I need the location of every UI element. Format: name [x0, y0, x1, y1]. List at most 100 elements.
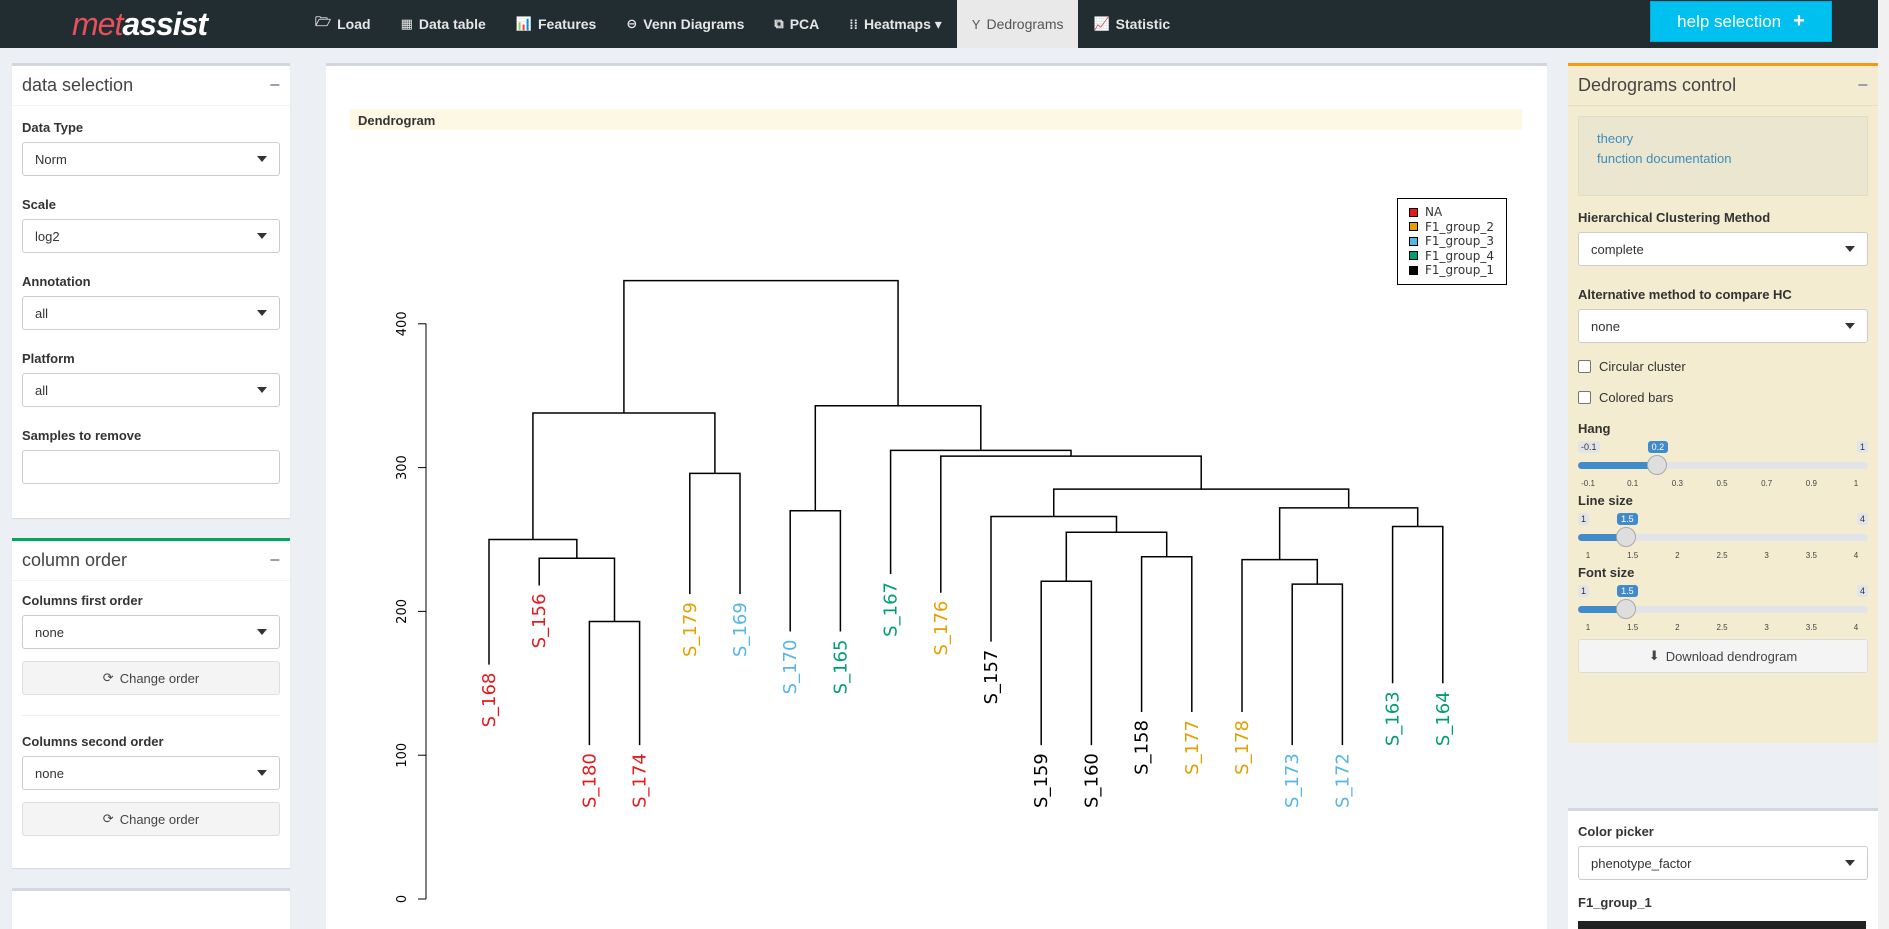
slider-max: 4: [1856, 513, 1868, 525]
columns-first-order-label: Columns first order: [22, 593, 143, 608]
leaf-label: S_170: [780, 640, 801, 695]
columns-second-order-select[interactable]: none: [22, 756, 280, 790]
hang-label: Hang: [1578, 421, 1611, 436]
slider-tick: 0.3: [1671, 479, 1683, 488]
nav-statistic[interactable]: 📈Statistic: [1078, 0, 1185, 48]
slider-min: -0.1: [1578, 441, 1600, 453]
nav-heatmaps[interactable]: ⁞⁞Heatmaps ▾: [834, 0, 957, 48]
platform-select[interactable]: all: [22, 373, 280, 407]
function-documentation-link[interactable]: function documentation: [1597, 151, 1732, 166]
dendrogram-branch: [940, 455, 1202, 593]
checkbox-box[interactable]: [1578, 360, 1591, 373]
slider-track[interactable]: [1578, 462, 1868, 469]
columns-first-order-select[interactable]: none: [22, 615, 280, 649]
slider-tick: 3: [1764, 623, 1769, 632]
nav-icon: ▦: [400, 16, 413, 31]
collapse-icon[interactable]: −: [1857, 75, 1868, 95]
slider-tick: 2: [1675, 551, 1680, 560]
nav-icon: 📈: [1093, 16, 1110, 31]
collapse-icon[interactable]: −: [269, 75, 280, 95]
y-axis-tick-label: 0: [395, 895, 410, 903]
hc-method-value: complete: [1591, 241, 1644, 257]
color-picker-select[interactable]: phenotype_factor: [1578, 846, 1868, 880]
data-type-select[interactable]: Norm: [22, 142, 280, 176]
change-order-button-2[interactable]: ⟳Change order: [22, 802, 280, 836]
caret-down-icon: [1845, 323, 1855, 329]
slider-value: 1.5: [1617, 513, 1638, 525]
slider-handle[interactable]: [1616, 599, 1637, 619]
leaf-label: S_163: [1383, 691, 1404, 746]
leaf-label: S_169: [730, 602, 751, 657]
alt-method-select[interactable]: none: [1578, 309, 1868, 343]
circular-cluster-checkbox[interactable]: Circular cluster: [1578, 359, 1868, 374]
y-axis-tick-label: 200: [395, 599, 410, 624]
legend-entry: F1_group_4: [1409, 249, 1506, 264]
nav-venn-diagrams[interactable]: ⊖Venn Diagrams: [611, 0, 759, 48]
columns-second-order-value: none: [35, 765, 64, 781]
legend-label: F1_group_3: [1425, 234, 1495, 249]
help-selection-button[interactable]: help selection +: [1650, 1, 1832, 42]
slider-tick: 1: [1585, 623, 1591, 632]
control-title: Dedrograms control: [1578, 75, 1737, 95]
leaf-label: S_164: [1433, 691, 1454, 746]
checkbox-box[interactable]: [1578, 391, 1591, 404]
platform-value: all: [35, 382, 49, 398]
annotation-select[interactable]: all: [22, 296, 280, 330]
legend-entry: F1_group_3: [1409, 234, 1506, 249]
dendrogram-branch: [1278, 507, 1419, 560]
leaf-label: S_177: [1182, 720, 1203, 775]
scale-value: log2: [35, 228, 60, 244]
legend-swatch: [1409, 207, 1418, 217]
download-icon: ⬇: [1648, 648, 1660, 663]
leaf-label: S_179: [680, 602, 701, 657]
color-picker-value: phenotype_factor: [1591, 855, 1692, 871]
theory-link[interactable]: theory: [1597, 131, 1634, 146]
nav-features[interactable]: 📊Features: [501, 0, 612, 48]
legend-entry: F1_group_2: [1409, 220, 1506, 235]
leaf-label: S_172: [1332, 753, 1353, 808]
colored-bars-checkbox[interactable]: Colored bars: [1578, 390, 1868, 405]
collapse-icon[interactable]: −: [269, 550, 280, 570]
slider-handle[interactable]: [1616, 527, 1637, 547]
scrollbar[interactable]: [1878, 0, 1889, 929]
slider-track[interactable]: [1578, 606, 1868, 613]
caret-down-icon: [257, 770, 267, 776]
slider-track[interactable]: [1578, 534, 1868, 541]
slider-fill: [1578, 606, 1627, 613]
control-header: Dedrograms control −: [1568, 66, 1878, 106]
plus-icon: +: [1793, 10, 1805, 32]
scale-select[interactable]: log2: [22, 219, 280, 253]
slider-handle[interactable]: [1646, 455, 1667, 475]
nav-load[interactable]: 🗁Load: [300, 0, 386, 48]
leaf-label: S_176: [931, 601, 952, 656]
data-selection-header: data selection −: [12, 66, 290, 106]
samples-remove-input[interactable]: [22, 450, 280, 484]
platform-label: Platform: [22, 351, 75, 366]
change-order-label: Change order: [119, 670, 200, 686]
brand-part1: met: [72, 5, 123, 42]
dendrogram-branch: [532, 412, 716, 540]
y-axis-tick-label: 100: [395, 743, 410, 768]
group-color-swatch[interactable]: [1578, 921, 1866, 929]
download-dendrogram-button[interactable]: ⬇ Download dendrogram: [1578, 639, 1868, 673]
nav-icon: ⧉: [774, 16, 784, 31]
slider-min: 1: [1578, 585, 1590, 597]
download-dendrogram-label: Download dendrogram: [1665, 648, 1798, 664]
circular-cluster-label: Circular cluster: [1599, 359, 1686, 374]
hc-method-select[interactable]: complete: [1578, 232, 1868, 266]
annotation-value: all: [35, 305, 49, 321]
nav-data-table[interactable]: ▦Data table: [386, 0, 501, 48]
change-order-button[interactable]: ⟳Change order: [22, 661, 280, 695]
nav-pca[interactable]: ⧉PCA: [759, 0, 834, 48]
leaf-label: S_173: [1282, 753, 1303, 808]
divider: [22, 715, 280, 716]
dendrogram-branch: [689, 472, 741, 595]
